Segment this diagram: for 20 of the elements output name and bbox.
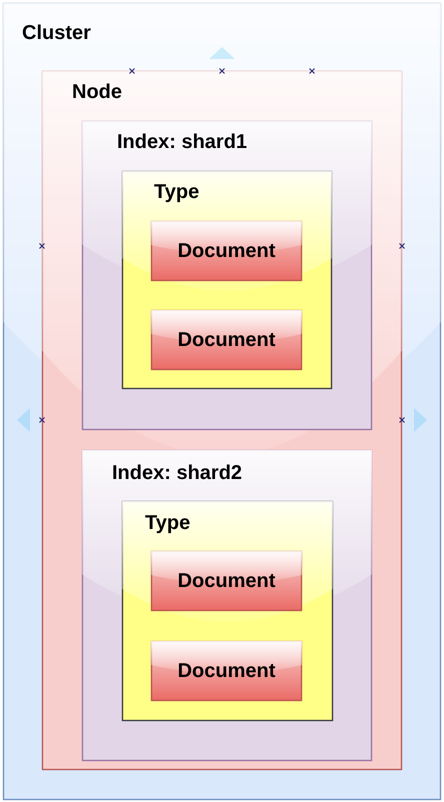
document-box [151, 310, 302, 370]
type-container [122, 501, 333, 721]
document-box [151, 221, 302, 281]
type-container [122, 171, 332, 389]
container-title: Index: shard1 [117, 132, 248, 152]
document-label: Document [178, 241, 276, 261]
cluster-container [3, 3, 441, 800]
document-label: Document [178, 661, 276, 681]
container-title: Cluster [22, 22, 91, 42]
container-title: Node [72, 82, 122, 102]
node-container [42, 71, 402, 770]
container-title: Index: shard2 [112, 462, 242, 482]
document-box [151, 641, 302, 701]
container-title: Type [145, 512, 190, 532]
index-container [82, 121, 372, 430]
container-title: Type [154, 182, 200, 202]
document-label: Document [178, 330, 276, 350]
document-box [151, 551, 302, 611]
document-label: Document [178, 571, 276, 591]
index-container [82, 450, 372, 761]
